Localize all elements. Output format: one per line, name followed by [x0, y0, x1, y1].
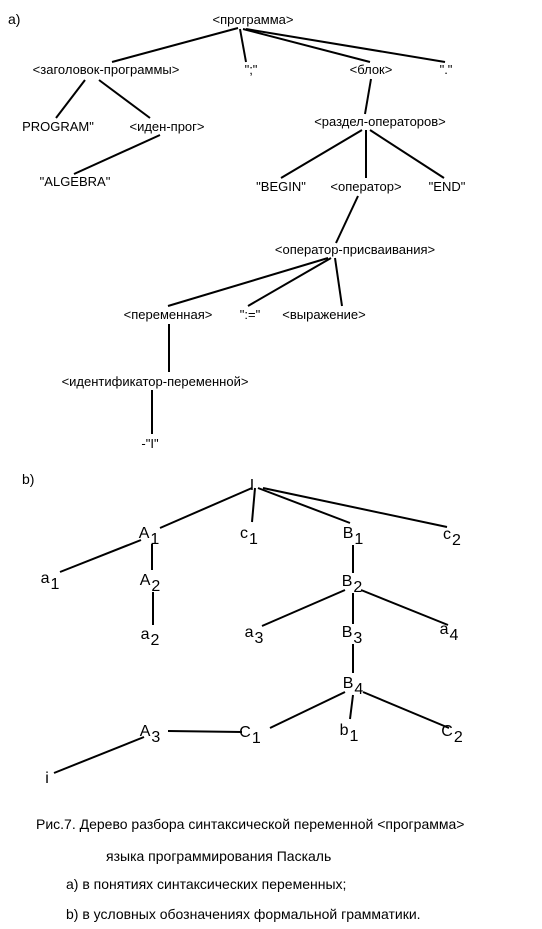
tree-a-edge-op_section-end	[369, 129, 445, 179]
caption-line-2: языка программирования Паскаль	[106, 848, 332, 864]
tree-a-edges	[55, 27, 446, 434]
tree-b-edge-C1-A3	[167, 730, 243, 733]
tree-b-edge-root-c1	[251, 487, 256, 523]
tree-b-node-B1: B1	[343, 525, 364, 548]
tree-b-edge-A1-a1	[59, 539, 142, 573]
tree-a-edge-prog-header	[111, 27, 239, 63]
tree-b-node-c1: c1	[240, 525, 258, 548]
tree-b-edge-A3-i	[53, 736, 145, 774]
tree-a-node-expression: <выражение>	[282, 307, 366, 322]
tree-a-node-assign: <оператор-присваивания>	[275, 242, 435, 257]
tree-b-node-B4: B4	[343, 675, 364, 698]
caption-line-4: b) в условных обозначениях формальной гр…	[66, 906, 421, 922]
tree-a-label: a)	[8, 11, 20, 27]
tree-a-edge-header-prog_ident	[98, 79, 151, 119]
tree-a-node-end: "END"	[429, 179, 466, 194]
caption-line-1: Рис.7. Дерево разбора синтаксической пер…	[36, 816, 465, 832]
tree-b-edge-root-B1	[257, 487, 351, 524]
tree-a-edge-assign-expression	[334, 257, 343, 307]
tree-a-node-op-section: <раздел-операторов>	[314, 114, 446, 129]
tree-a-edge-operator-assign	[335, 195, 359, 244]
tree-a-node-header: <заголовок-программы>	[33, 62, 180, 77]
tree-a-node-semi: ";"	[245, 62, 258, 77]
tree-a-node-program-kw: PROGRAM"	[22, 119, 94, 134]
tree-b-node-a1: a1	[41, 570, 60, 593]
tree-a-node-algebra: "ALGEBRA"	[40, 174, 111, 189]
tree-b-node-C2: C2	[441, 723, 463, 746]
tree-b-node-B3: B3	[342, 624, 363, 647]
tree-b-node-i: i	[45, 770, 49, 787]
tree-a-node-operator: <оператор>	[330, 179, 401, 194]
tree-b-edge-B4-C2	[362, 691, 450, 729]
tree-b-edge-B4-C1	[269, 691, 346, 729]
tree-a-node-dot: "."	[440, 62, 453, 77]
tree-a-node-prog-ident: <иден-прог>	[129, 119, 204, 134]
tree-b-node-a4: a4	[440, 621, 459, 644]
tree-b-edges	[53, 487, 450, 774]
tree-a-edge-prog_ident-algebra	[73, 134, 161, 175]
tree-a-node-prog: <программа>	[213, 12, 294, 27]
tree-b-node-a3: a3	[245, 624, 264, 647]
tree-a-edge-prog-semi	[239, 28, 247, 63]
tree-b-node-a2: a2	[141, 626, 160, 649]
tree-b-node-B2: B2	[342, 573, 363, 596]
tree-b-node-root: I	[250, 477, 254, 494]
tree-a-node-block: <блок>	[350, 62, 393, 77]
tree-b-node-A3: A3	[140, 723, 161, 746]
tree-a-edge-prog-block	[242, 28, 371, 63]
tree-b-edge-B4-b1	[349, 694, 354, 720]
tree-a-node-assign-sym: ":="	[240, 307, 261, 322]
tree-a-edge-assign-variable	[167, 257, 329, 307]
caption-line-3: a) в понятиях синтаксических переменных;	[66, 876, 347, 892]
tree-b-node-A1: A1	[139, 525, 160, 548]
tree-a-edge-prog-dot	[245, 28, 446, 63]
tree-a-node-variable: <переменная>	[124, 307, 213, 322]
tree-b-label: b)	[22, 471, 34, 487]
tree-b-edge-root-c2	[262, 487, 448, 528]
tree-b-node-c2: c2	[443, 526, 461, 549]
tree-a-edge-assign-assign_sym	[247, 257, 332, 307]
tree-b-edge-B2-a4	[360, 589, 449, 626]
tree-b-node-A2: A2	[140, 572, 161, 595]
tree-a-node-i-leaf: -"I"	[141, 436, 159, 451]
tree-b-node-b1: b1	[340, 722, 359, 745]
tree-a-node-var-ident: <идентификатор-переменной>	[62, 374, 249, 389]
tree-a-nodes: <программа> <заголовок-программы> ";" <блок…	[22, 12, 466, 451]
tree-b-edge-root-A1	[159, 487, 253, 529]
tree-a-node-begin: "BEGIN"	[256, 179, 306, 194]
tree-a-edge-block-op_section	[364, 78, 372, 115]
tree-b-node-C1: C1	[239, 724, 261, 747]
tree-b-edge-B2-a3	[261, 589, 346, 627]
tree-a-edge-op_section-begin	[280, 129, 363, 179]
tree-a-edge-header-program_kw	[55, 79, 86, 119]
